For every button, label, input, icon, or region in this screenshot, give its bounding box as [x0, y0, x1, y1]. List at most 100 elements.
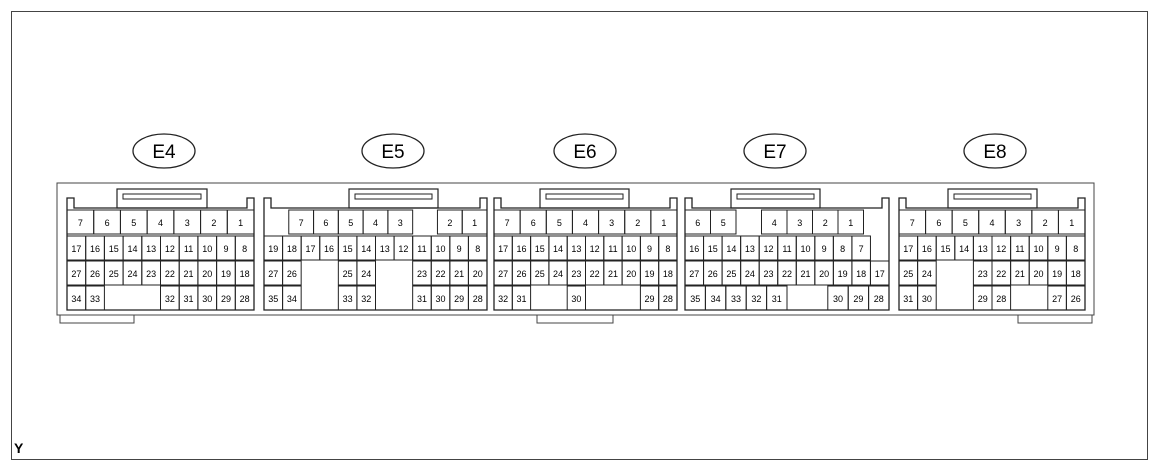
pin-cell [282, 285, 302, 311]
pin-number: 17 [498, 244, 508, 254]
pin-number: 2 [447, 218, 452, 228]
pin-cell [282, 260, 302, 286]
pin-number: 2 [1043, 218, 1048, 228]
pin-number: 7 [859, 244, 864, 254]
pin-number: 20 [1033, 269, 1043, 279]
pin-number: 28 [473, 294, 483, 304]
pin-number: 16 [324, 244, 334, 254]
pin-number: 23 [417, 269, 427, 279]
pin-number: 5 [963, 218, 968, 228]
pin-number: 5 [557, 218, 562, 228]
pin-number: 14 [127, 244, 137, 254]
pin-number: 31 [516, 294, 526, 304]
pin-number: 26 [1071, 294, 1081, 304]
pin-number: 20 [819, 269, 829, 279]
pin-number: 31 [903, 294, 913, 304]
pin-number: 24 [745, 269, 755, 279]
pin-number: 3 [1016, 218, 1021, 228]
pin-number: 27 [268, 269, 278, 279]
pin-number: 18 [240, 269, 250, 279]
pin-number: 7 [910, 218, 915, 228]
pin-cell [710, 209, 737, 235]
pin-number: 25 [343, 269, 353, 279]
pin-cell [991, 285, 1012, 311]
connector-label: E8 [983, 142, 1006, 163]
pin-number: 10 [202, 244, 212, 254]
pin-number: 9 [457, 244, 462, 254]
pin-number: 32 [498, 294, 508, 304]
pin-number: 24 [553, 269, 563, 279]
pin-number: 16 [922, 244, 932, 254]
pin-number: 14 [553, 244, 563, 254]
pin-number: 21 [608, 269, 618, 279]
pin-number: 8 [242, 244, 247, 254]
pin-cell [766, 285, 788, 311]
pin-cell [1065, 260, 1086, 286]
pin-cell [511, 285, 532, 311]
pin-number: 33 [731, 294, 741, 304]
latch-window [354, 193, 433, 200]
pin-number: 10 [626, 244, 636, 254]
pin-number: 11 [1015, 244, 1024, 254]
pin-number: 18 [663, 269, 673, 279]
pin-number: 25 [903, 269, 913, 279]
pin-cell [658, 235, 678, 261]
connector-label-ellipse [743, 133, 807, 169]
pin-number: 31 [417, 294, 427, 304]
mounting-tab-left [59, 314, 135, 324]
pin-number: 23 [978, 269, 988, 279]
pin-number: 20 [626, 269, 636, 279]
pin-number: 9 [647, 244, 652, 254]
pin-number: 14 [726, 244, 736, 254]
pin-number: 7 [505, 218, 510, 228]
pin-number: 35 [690, 294, 700, 304]
pin-number: 23 [146, 269, 156, 279]
pin-cell [467, 285, 488, 311]
pin-number: 28 [874, 294, 884, 304]
pin-number: 12 [996, 244, 1006, 254]
pin-number: 18 [287, 244, 297, 254]
pin-number: 12 [165, 244, 175, 254]
pin-number: 25 [535, 269, 545, 279]
pin-cell [1065, 235, 1086, 261]
pin-number: 19 [268, 244, 278, 254]
pin-number: 3 [609, 218, 614, 228]
pin-number: 34 [71, 294, 81, 304]
pin-number: 6 [531, 218, 536, 228]
latch [116, 188, 208, 209]
pin-number: 10 [1033, 244, 1043, 254]
pin-number: 15 [940, 244, 950, 254]
pin-number: 25 [109, 269, 119, 279]
pin-number: 22 [165, 269, 175, 279]
pin-number: 10 [801, 244, 811, 254]
pin-number: 20 [202, 269, 212, 279]
pin-number: 32 [361, 294, 371, 304]
pin-number: 4 [583, 218, 588, 228]
pin-number: 31 [772, 294, 782, 304]
pin-number: 30 [436, 294, 446, 304]
pin-number: 14 [361, 244, 371, 254]
pin-number: 30 [833, 294, 843, 304]
pin-number: 27 [498, 269, 508, 279]
pin-number: 11 [184, 244, 193, 254]
pin-number: 4 [772, 218, 777, 228]
pin-cell [467, 260, 488, 286]
pin-number: 17 [875, 269, 885, 279]
pin-number: 14 [959, 244, 969, 254]
pin-cell [387, 209, 414, 235]
pin-cell [234, 285, 255, 311]
pin-number: 19 [221, 269, 231, 279]
pin-number: 28 [663, 294, 673, 304]
connector-label-ellipse [553, 133, 617, 169]
pin-number: 13 [745, 244, 755, 254]
pin-cell [868, 285, 890, 311]
pin-number: 29 [454, 294, 464, 304]
pin-number: 21 [454, 269, 464, 279]
latch-window [545, 193, 624, 200]
latch [539, 188, 630, 209]
pin-number: 32 [751, 294, 761, 304]
pin-number: 27 [689, 269, 699, 279]
